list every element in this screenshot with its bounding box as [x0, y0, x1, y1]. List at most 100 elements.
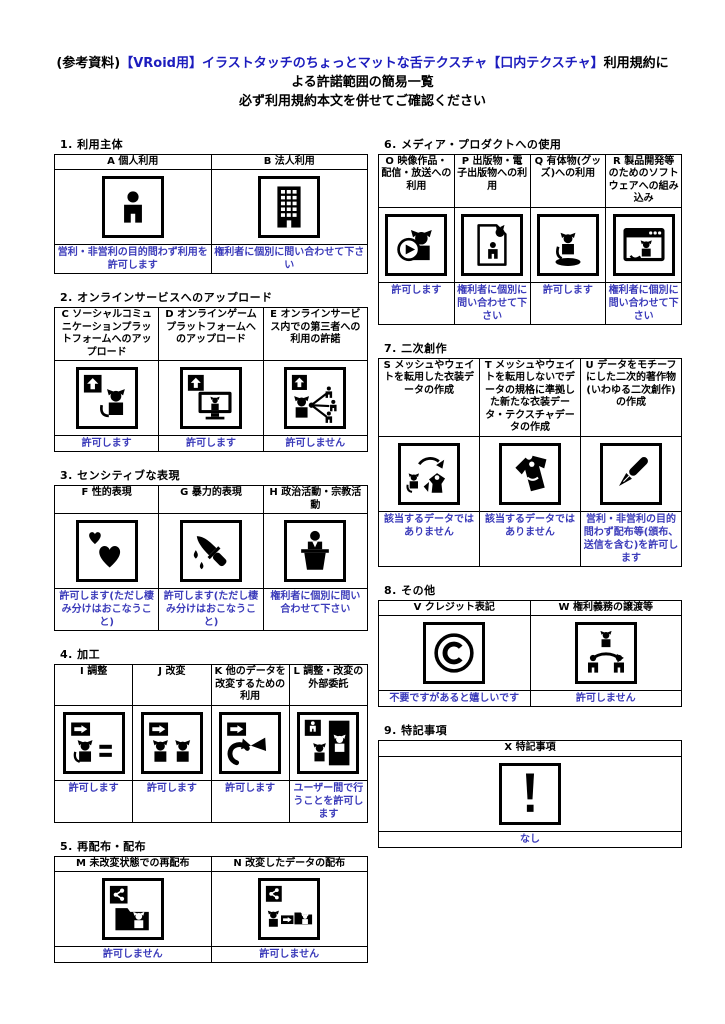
section-label: 9. 特記事項: [384, 724, 448, 738]
cell-header-S: S メッシュやウェイトを転用した衣装データの作成: [378, 357, 480, 437]
copyright-icon: [434, 633, 474, 673]
icon-frame: [385, 213, 448, 276]
cell-header-V: V クレジット表記: [378, 599, 531, 617]
icon-frame: [101, 878, 164, 941]
section-table: V クレジット表記 W 権利義務の譲渡等: [378, 599, 682, 708]
section-label: 1. 利用主体: [60, 137, 124, 151]
icon-cell-X: [378, 755, 682, 832]
building-icon: [277, 186, 301, 228]
icon-frame: [101, 176, 164, 239]
status-H: 権利者に個別に問い合わせて下さい: [262, 588, 369, 632]
icon-frame: [423, 622, 486, 685]
cell-header-K: K 他のデータを改変するための利用: [210, 664, 290, 706]
goods-icon: [555, 232, 581, 266]
podium-icon: [301, 530, 330, 570]
icon-frame: [600, 442, 662, 505]
icon-cell-F: [53, 513, 160, 590]
cell-header-X: X 特記事項: [378, 740, 682, 757]
icon-frame: [284, 367, 347, 430]
cell-header-N: N 改変したデータの配布: [210, 855, 368, 873]
title-line1-product-name: 【VRoid用】イラストタッチのちょっとマットな舌テクスチャ【口内テクスチャ】: [120, 56, 604, 71]
status-D: 許可します: [158, 435, 264, 453]
section-sensitive-expression: 3. センシティブな表現 F 性的表現 G 暴力的表現 H 政治活動・宗教活動: [53, 467, 369, 632]
cell-header-W: W 権利義務の譲渡等: [529, 599, 682, 617]
status-I: 許可します: [53, 779, 134, 823]
icon-frame: [75, 367, 138, 430]
cell-header-U: U データをモチーフにした二次的著作物(いわゆる二次創作)の作成: [580, 357, 682, 437]
icon-frame: [258, 878, 321, 941]
adjust-icon: [70, 721, 112, 763]
cell-header-T: T メッシュやウェイトを転用しないでデータの規格に準拠した新たな衣装データ・テク…: [479, 357, 581, 437]
video-icon: [397, 229, 433, 261]
icon-frame: [574, 622, 637, 685]
icon-cell-C: [53, 360, 160, 437]
icon-frame: [62, 711, 125, 774]
icon-cell-L: [288, 704, 369, 781]
upload-third-party-icon: [292, 374, 337, 423]
section-label: 4. 加工: [60, 648, 101, 662]
cell-header-F: F 性的表現: [53, 485, 160, 515]
cell-header-P: P 出版物・電子出版物への利用: [453, 153, 531, 208]
section-label: 7. 二次創作: [384, 341, 448, 355]
pen-icon: [619, 456, 648, 486]
icon-cell-W: [529, 615, 682, 692]
icon-frame: [499, 762, 561, 825]
title-line2: よる許諾範囲の簡易一覧: [291, 74, 434, 90]
section-processing: 4. 加工 I 調整 J 改変 K 他のデータを改変するための利用 L 調整・改…: [53, 646, 369, 823]
icon-cell-D: [158, 360, 264, 437]
icon-cell-U: [580, 435, 682, 512]
icon-cell-T: [479, 435, 581, 512]
cell-header-H: H 政治活動・宗教活動: [262, 485, 369, 515]
icon-cell-O: [378, 206, 455, 283]
icon-frame: [284, 520, 347, 583]
software-icon: [623, 227, 665, 261]
icon-frame: [258, 176, 321, 239]
status-K: 許可します: [210, 779, 290, 823]
cell-header-E: E オンラインサービス内での第三者への利用の許諾: [262, 307, 369, 362]
cell-header-I: I 調整: [53, 664, 134, 706]
status-F: 許可します(ただし棲み分けはおこなうこと): [53, 588, 160, 632]
page-title: (参考資料)【VRoid用】イラストタッチのちょっとマットな舌テクスチャ【口内テ…: [0, 0, 725, 112]
section-table: C ソーシャルコミュニケーションプラットフォームへのアップロード D オンライン…: [53, 307, 369, 453]
modify-icon: [149, 721, 191, 762]
status-R: 権利者に個別に問い合わせて下さい: [605, 281, 682, 325]
icon-cell-I: [53, 704, 134, 781]
section-label: 8. その他: [384, 583, 436, 597]
cell-header-R: R 製品開発等のためのソフトウェアへの組み込み: [605, 153, 682, 208]
icon-cell-H: [262, 513, 369, 590]
icon-frame: [297, 711, 360, 774]
status-M: 許可しません: [54, 946, 212, 964]
icon-cell-K: [210, 704, 290, 781]
person-icon: [123, 191, 142, 223]
section-table: S メッシュやウェイトを転用した衣装データの作成 T メッシュやウェイトを転用し…: [378, 357, 682, 567]
status-W: 許可しません: [529, 690, 682, 708]
section-table: M 未改変状態での再配布 N 改変したデータの配布: [54, 855, 368, 964]
status-X: なし: [378, 830, 682, 848]
icon-frame: [140, 711, 203, 774]
content-columns: 1. 利用主体 A 個人利用 B 法人利用: [0, 136, 725, 979]
status-C: 許可します: [53, 435, 160, 453]
status-N: 許可しません: [210, 946, 368, 964]
icon-frame: [219, 711, 282, 774]
cell-header-D: D オンラインゲームプラットフォームへのアップロード: [158, 307, 264, 362]
left-column: 1. 利用主体 A 個人利用 B 法人利用: [53, 136, 369, 979]
icon-frame: [536, 213, 599, 276]
knife-icon: [193, 536, 227, 570]
icon-frame: [179, 520, 242, 583]
icon-cell-G: [158, 513, 264, 590]
modify-other-data-icon: [227, 721, 267, 765]
section-table: F 性的表現 G 暴力的表現 H 政治活動・宗教活動: [53, 485, 369, 632]
section-redistribution: 5. 再配布・配布 M 未改変状態での再配布 N 改変したデータの配布: [54, 838, 368, 964]
cell-header-C: C ソーシャルコミュニケーションプラットフォームへのアップロード: [53, 307, 160, 362]
section-table: I 調整 J 改変 K 他のデータを改変するための利用 L 調整・改変の外部委託: [53, 664, 369, 823]
section-table: O 映像作品・配信・放送への利用 P 出版物・電子出版物への利用 Q 有体物(グ…: [378, 153, 682, 325]
status-P: 権利者に個別に問い合わせて下さい: [453, 281, 531, 325]
section-table: X 特記事項 なし: [378, 740, 682, 848]
title-line1-prefix: (参考資料): [56, 56, 121, 71]
redistribute-icon: [109, 885, 149, 931]
upload-game-icon: [187, 374, 232, 420]
status-T: 該当するデータではありません: [479, 510, 581, 567]
section-special-notes: 9. 特記事項 X 特記事項: [378, 722, 682, 848]
status-G: 許可します(ただし棲み分けはおこなうこと): [158, 588, 264, 632]
